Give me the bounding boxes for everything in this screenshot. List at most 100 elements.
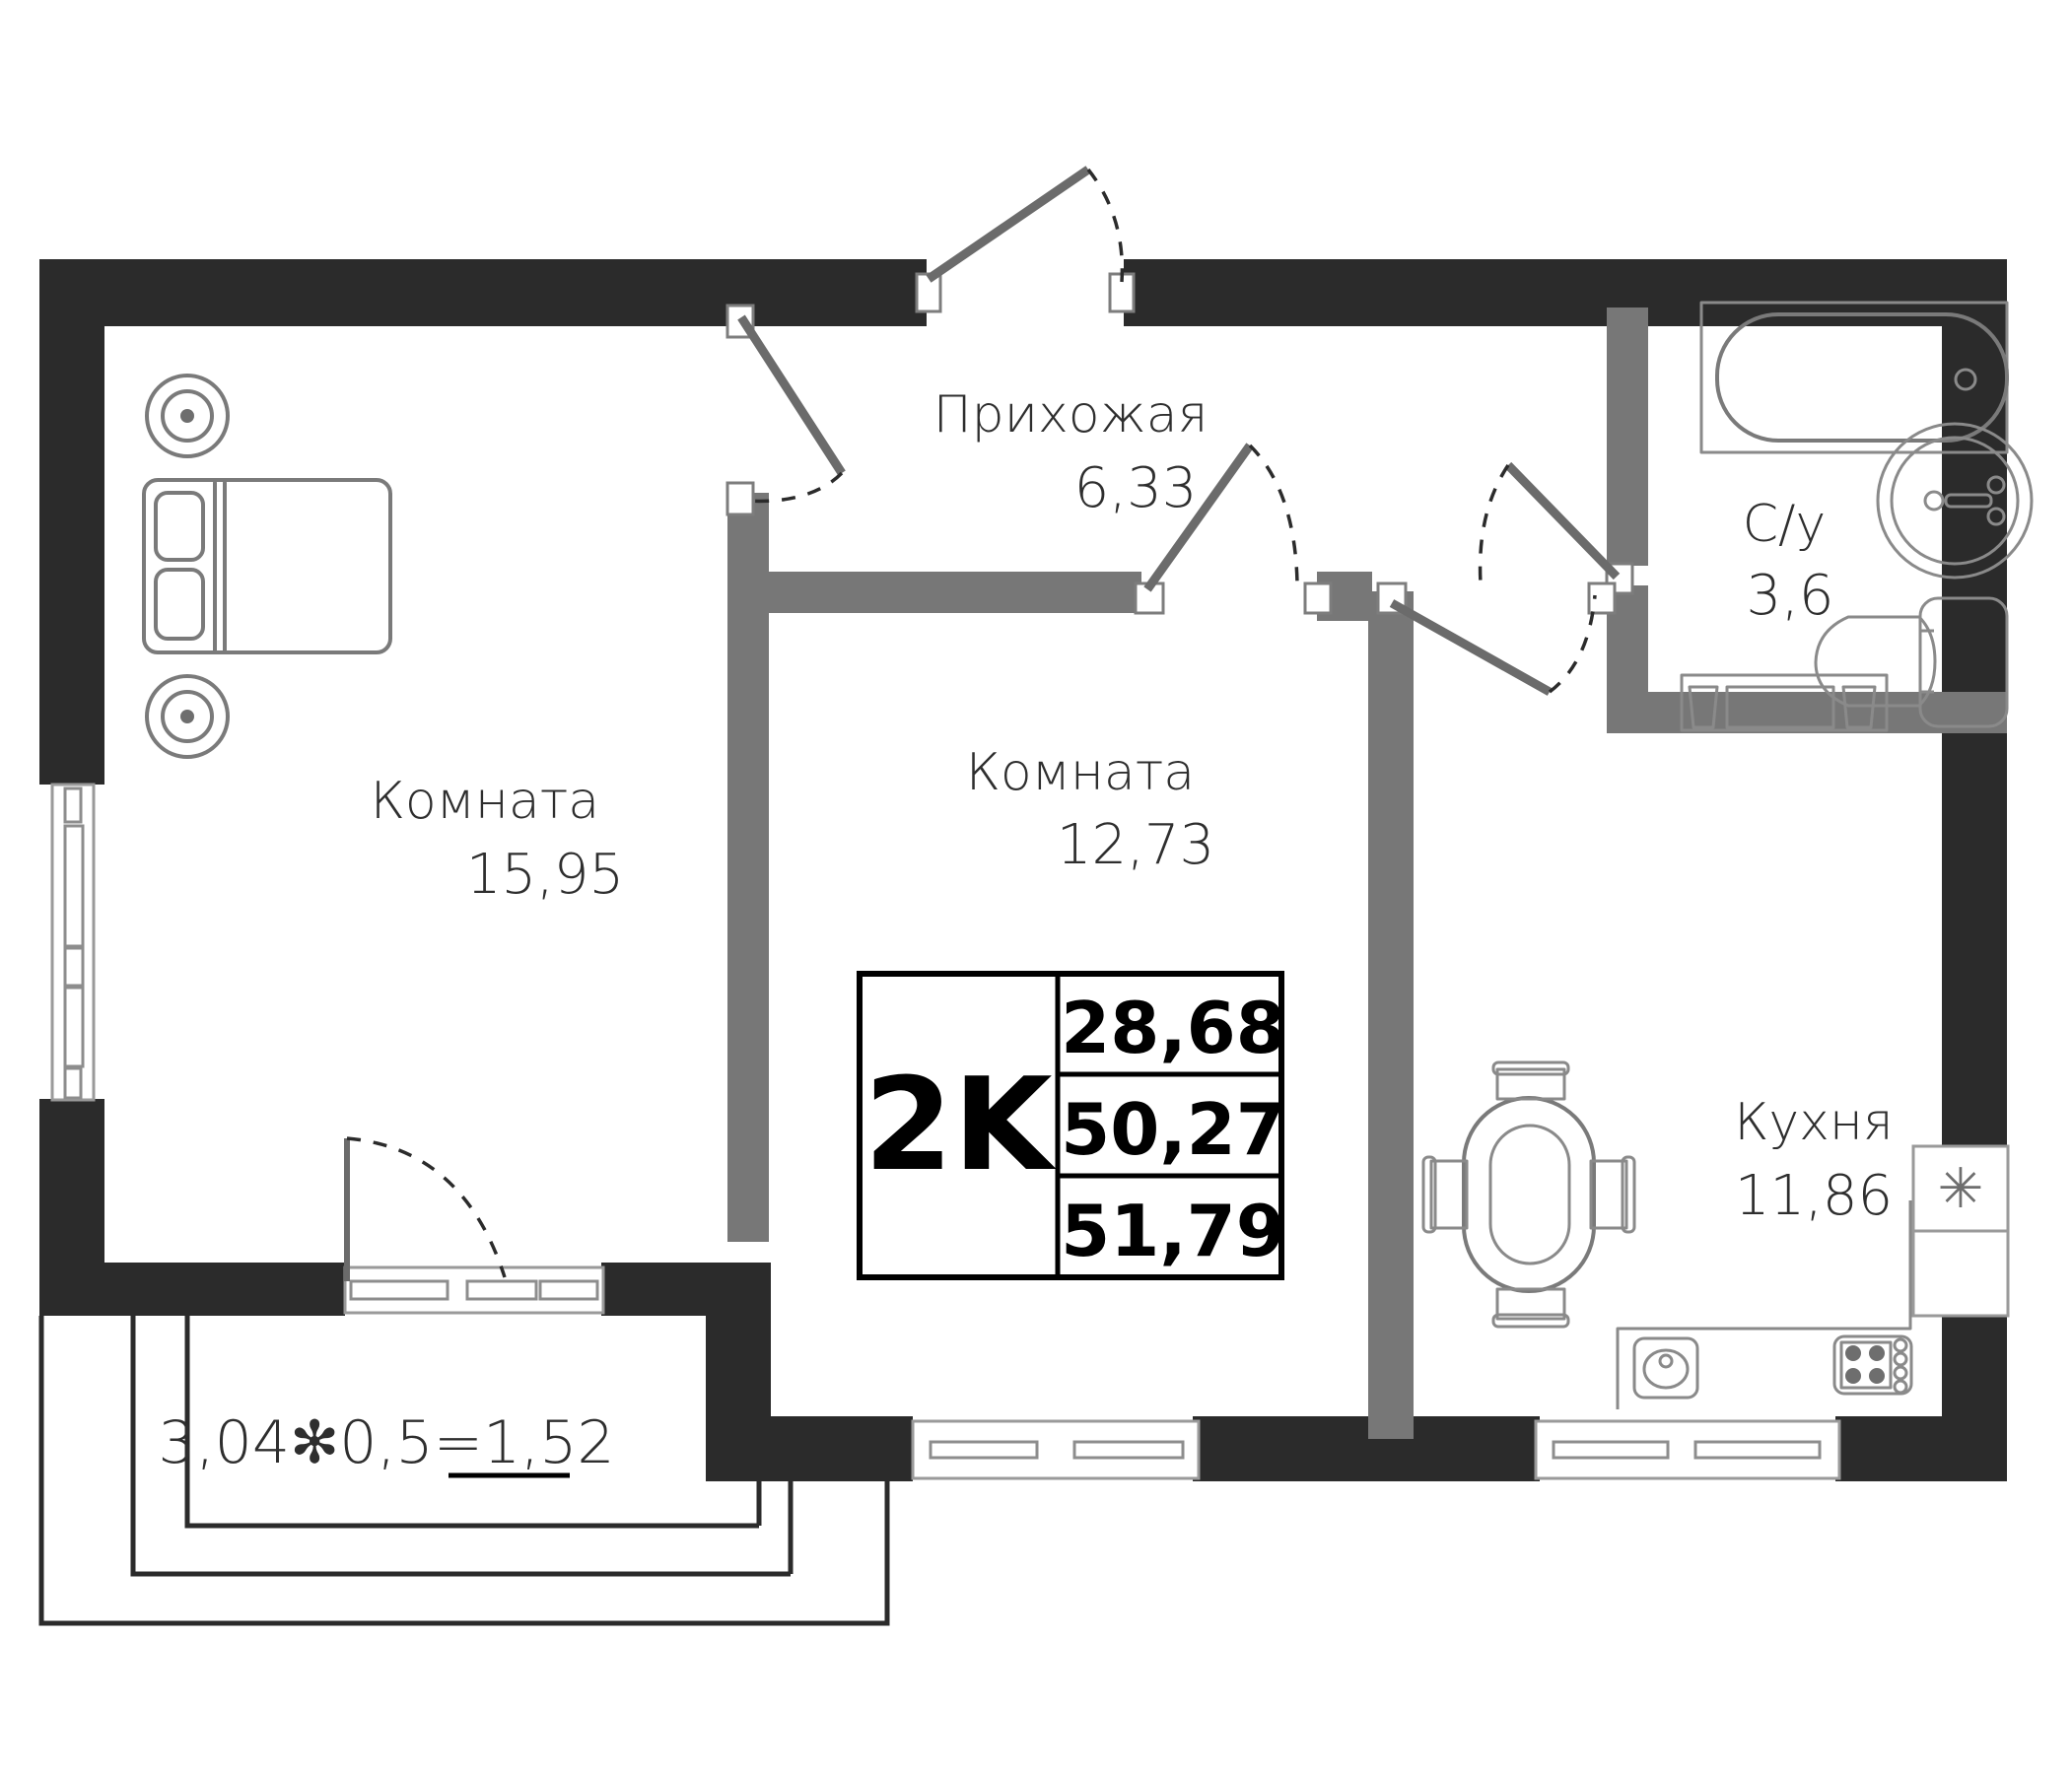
washbasin-outer xyxy=(1876,422,2034,580)
washbasin-tap-cold-icon xyxy=(1986,507,2006,526)
washbasin-drain-icon xyxy=(1923,490,1945,512)
label-bathroom: С/у 3,6 xyxy=(1743,495,1834,628)
balcony-line-outer xyxy=(38,1316,890,1626)
door-bathroom-leaf xyxy=(1504,461,1621,581)
label-hall-area: 6,33 xyxy=(1074,456,1198,520)
nightstand-bottom-group xyxy=(145,674,230,759)
kitchen-counter-edge xyxy=(1616,1200,1912,1409)
window-balcony-sash-3 xyxy=(538,1279,599,1301)
exterior-wall-bottom-mid-2 xyxy=(1193,1416,1540,1481)
kitchen-note-box-lower xyxy=(1911,1229,2010,1318)
exterior-wall-top-left xyxy=(39,259,927,326)
area-summary-outer-border xyxy=(857,971,1284,1280)
window-balcony-sash-1 xyxy=(349,1279,449,1301)
bed-pillow-top xyxy=(154,491,205,562)
dining-table-inner xyxy=(1488,1124,1571,1265)
door-kitchen xyxy=(1376,581,1617,696)
door-entrance-hinge-left xyxy=(915,272,942,313)
exterior-wall-jog-vertical xyxy=(706,1263,771,1481)
exterior-wall-left-upper xyxy=(39,259,104,785)
door-room-right-hinge-right xyxy=(1303,581,1333,615)
cooktop-burner-tr-icon xyxy=(1869,1345,1885,1361)
window-bottom-room-sash-2 xyxy=(1072,1440,1185,1460)
label-bathroom-area: 3,6 xyxy=(1746,564,1833,628)
dining-table-group xyxy=(1421,1060,1636,1329)
nightstand-top-middle-icon xyxy=(161,389,214,443)
door-room-left-swing-arc xyxy=(744,471,844,504)
kitchen-sink-group xyxy=(1632,1336,1699,1400)
dining-chair-top xyxy=(1495,1067,1566,1101)
dining-chair-top-back xyxy=(1491,1060,1570,1076)
bed-pillow-bottom xyxy=(154,568,205,641)
nightstand-top-center-icon xyxy=(180,409,194,423)
window-bottom-room-sash-1 xyxy=(929,1440,1039,1460)
balcony-formula-text: 3,04✻0,5=1,52 xyxy=(158,1408,614,1477)
door-room-left-leaf xyxy=(737,314,846,476)
kitchen-note-box-upper xyxy=(1911,1144,2010,1233)
kitchen-sink-drain-icon xyxy=(1658,1353,1674,1369)
interior-wall-hall-bottom xyxy=(727,572,1141,613)
window-left-sash-4 xyxy=(63,986,85,1068)
label-room-right-name: Комната xyxy=(966,743,1195,802)
window-bottom-room xyxy=(911,1419,1201,1480)
label-kitchen-area: 11,86 xyxy=(1735,1164,1893,1228)
dining-chair-left xyxy=(1429,1159,1469,1230)
nightstand-top-group xyxy=(145,374,230,458)
exterior-wall-bottom-left xyxy=(39,1263,345,1316)
cooktop-knob-3-icon xyxy=(1893,1365,1908,1381)
cooktop-group xyxy=(1832,1334,1913,1396)
windows xyxy=(50,783,1841,1480)
area-total-with-balcony-value: 51,79 xyxy=(1061,1190,1285,1272)
doors xyxy=(344,166,1634,1281)
label-room-right: Комната 12,73 xyxy=(966,743,1214,877)
balcony-line-inner xyxy=(184,1316,759,1529)
area-summary-box: 2K 28,68 50,27 51,79 xyxy=(857,971,1285,1280)
window-left-sash-3 xyxy=(63,946,85,988)
cooktop-burner-tl-icon xyxy=(1845,1345,1861,1361)
label-bathroom-name: С/у xyxy=(1743,495,1827,554)
nightstand-top-outer-icon xyxy=(145,374,230,458)
cooktop-plate xyxy=(1839,1340,1893,1390)
interior-walls xyxy=(727,308,2007,1439)
balcony-outline xyxy=(38,1316,890,1626)
interior-wall-hall-left xyxy=(727,493,769,1242)
label-room-right-area: 12,73 xyxy=(1057,813,1214,877)
dining-chair-left-back xyxy=(1421,1155,1437,1234)
balcony-line-middle xyxy=(130,1316,791,1577)
kitchen-sink-body xyxy=(1632,1336,1699,1400)
door-room-right-swing-arc xyxy=(1248,444,1299,584)
door-entrance-swing-arc xyxy=(1086,168,1125,283)
window-left-sash-2 xyxy=(63,824,85,948)
label-hall-name: Прихожая xyxy=(933,385,1209,444)
door-balcony xyxy=(344,1136,507,1281)
door-kitchen-swing-arc xyxy=(1548,594,1597,694)
furniture xyxy=(142,301,2034,1409)
label-room-left-area: 15,95 xyxy=(466,843,624,907)
exterior-wall-bottom-right xyxy=(1835,1416,2007,1481)
washing-machine-group xyxy=(1680,673,1889,732)
washing-machine-panel-right xyxy=(1841,685,1877,729)
door-room-right xyxy=(1134,443,1333,615)
exterior-walls xyxy=(39,259,2007,1481)
cooktop-burner-br-icon xyxy=(1869,1368,1885,1384)
window-left-sash-5 xyxy=(63,1066,83,1100)
door-bathroom-swing-arc xyxy=(1478,464,1510,584)
washing-machine-body xyxy=(1680,673,1889,732)
kitchen-counter-group xyxy=(1616,1200,1913,1409)
bed-group xyxy=(142,478,392,654)
interior-wall-bath-left-upper xyxy=(1607,308,1648,566)
nightstand-bottom-center-icon xyxy=(180,710,194,723)
dining-chair-bottom xyxy=(1495,1287,1566,1321)
label-kitchen-name: Кухня xyxy=(1734,1093,1893,1152)
washing-machine-panel-left xyxy=(1688,685,1719,729)
label-room-left: Комната 15,95 xyxy=(371,772,624,907)
label-room-left-name: Комната xyxy=(371,772,599,831)
washing-machine-drum xyxy=(1725,685,1835,729)
kitchen-sink-bowl xyxy=(1642,1348,1690,1390)
window-bottom-kitchen xyxy=(1534,1419,1841,1480)
door-entrance xyxy=(915,166,1136,313)
washbasin-bowl xyxy=(1890,436,2020,566)
apartment-type-code: 2K xyxy=(863,1050,1056,1199)
